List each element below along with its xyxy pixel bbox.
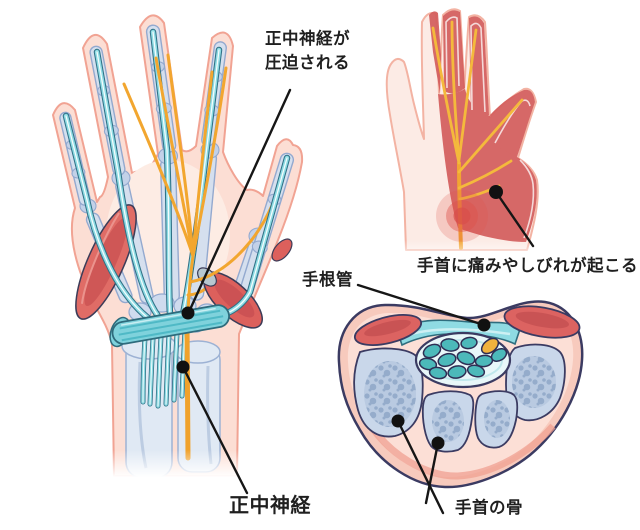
tendon-cross-sections	[418, 336, 508, 380]
median-nerve-cross-section	[480, 337, 500, 355]
label-carpal-tunnel: 手根管	[302, 271, 353, 289]
label-nerve-compressed: 正中神経が 圧迫される	[265, 27, 350, 75]
callout-line-pain	[494, 190, 535, 248]
cross-section-muscle-left	[353, 314, 423, 346]
carpal-tunnel-oval	[414, 331, 512, 389]
label-median-nerve: 正中神経	[229, 495, 311, 517]
cross-section-bottom-shading	[362, 416, 556, 480]
flexor-retinaculum-band	[109, 304, 230, 348]
callout-dot-median-nerve	[176, 360, 190, 374]
callout-line-wrist-bone-1	[396, 419, 445, 515]
callout-dot-wrist-bone-2	[431, 436, 445, 450]
callout-dot-pain	[489, 185, 503, 199]
label-pain-numbness: 手首に痛みやしびれが起こる	[417, 257, 638, 275]
callout-line-median-nerve	[181, 365, 249, 495]
callout-line-wrist-bone-2	[424, 441, 440, 505]
median-nerve-trunk	[184, 323, 191, 461]
label-wrist-bones: 手首の骨	[455, 499, 523, 517]
callout-line-compressed	[186, 88, 292, 316]
label-nerve-compressed-line2: 圧迫される	[265, 54, 350, 72]
callout-dot-wrist-bone-1	[391, 414, 405, 428]
anatomical-hand-illustration	[52, 14, 304, 484]
wrist-cross-section-illustration	[337, 300, 584, 489]
pain-spot	[436, 190, 488, 242]
cross-section-bones	[353, 343, 566, 453]
callouts	[176, 88, 535, 515]
pain-distribution-hand-illustration	[385, 8, 551, 266]
callout-line-carpal-tunnel	[356, 283, 486, 327]
bone-speckles	[364, 356, 556, 442]
cross-section-muscle-right	[503, 305, 581, 339]
callout-dot-carpal-tunnel	[477, 318, 491, 332]
callout-dot-compressed	[181, 306, 195, 320]
label-nerve-compressed-line1: 正中神経が	[265, 30, 350, 48]
